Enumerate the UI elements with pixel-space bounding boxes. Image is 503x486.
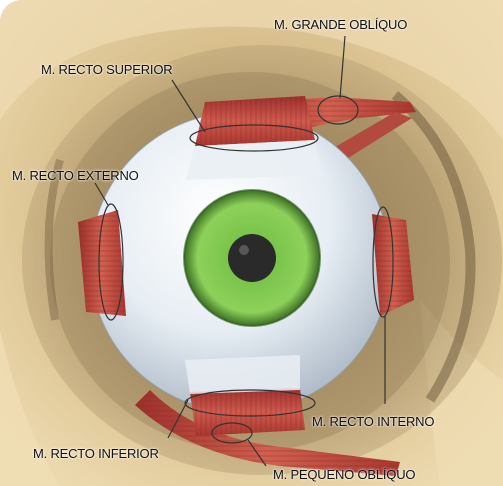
label-lateral-rectus: M. RECTO EXTERNO: [12, 168, 139, 183]
label-superior-rectus: M. RECTO SUPERIOR: [41, 62, 172, 77]
label-inferior-rectus: M. RECTO INFERIOR: [33, 446, 159, 461]
label-superior-oblique: M. GRANDE OBLÍQUO: [274, 17, 407, 32]
label-inferior-oblique: M. PEQUENO OBLÍQUO: [273, 467, 415, 482]
label-medial-rectus: M. RECTO INTERNO: [312, 414, 434, 429]
